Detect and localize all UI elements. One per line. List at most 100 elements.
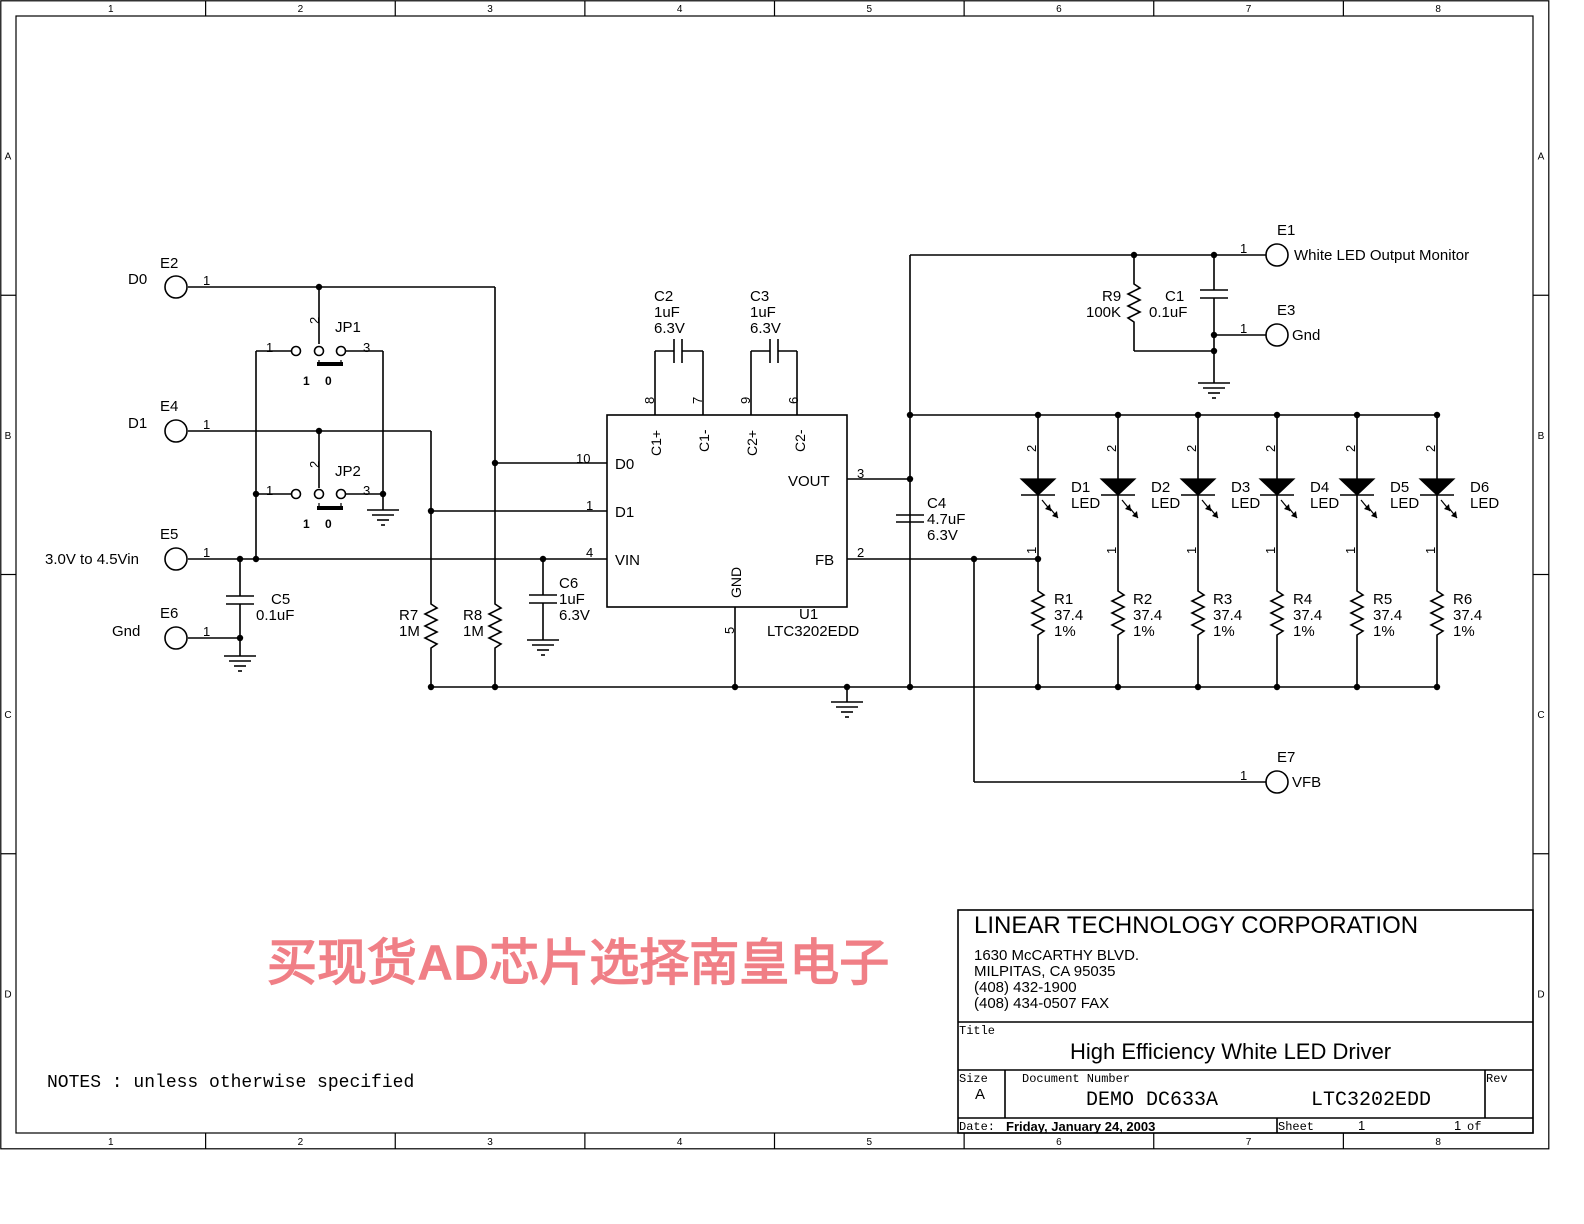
zone-column-label: 4 [677, 4, 683, 15]
terminal-ref: E3 [1277, 302, 1295, 319]
terminal-e6: E6 Gnd 1 [112, 605, 210, 650]
pin-number: 1 [266, 340, 273, 355]
led-ref: D5 [1390, 479, 1409, 496]
cap-value: 1uF [654, 304, 680, 321]
zone-column-label: 6 [1056, 1137, 1062, 1148]
pin-number-fb: 2 [857, 545, 864, 560]
terminal-ref: E7 [1277, 749, 1295, 766]
notes-text: NOTES : unless otherwise specified [47, 1073, 414, 1093]
terminal-ref: E4 [160, 398, 178, 415]
zone-row-label: B [5, 431, 12, 442]
pin-number-c1p: 8 [642, 397, 657, 404]
pin-number-vout: 3 [857, 466, 864, 481]
ic-u1: U1 LTC3202EDD D0 10 D1 1 VIN 4 VOUT 3 FB… [576, 397, 864, 640]
capacitor-c3: C3 1uF 6.3V [750, 288, 781, 363]
pin-number-vin: 4 [586, 545, 593, 560]
pin-number: 1 [266, 483, 273, 498]
zone-column-label: 7 [1246, 4, 1252, 15]
resistor-ref: R5 [1373, 591, 1392, 608]
led-light-icon [1360, 499, 1378, 519]
pin-number: 2 [1343, 445, 1358, 452]
zone-ticks [1, 1, 1549, 1149]
terminal-e7: E7 VFB 1 [1240, 749, 1321, 794]
ic-part: LTC3202EDD [767, 623, 859, 640]
pin-number: 1 [1024, 547, 1039, 554]
resistor-r8: R8 1M [463, 600, 503, 656]
resistor-ref: R6 [1453, 591, 1472, 608]
sheet-label: Sheet [1278, 1120, 1314, 1134]
cap-ref: C2 [654, 288, 673, 305]
jumper-jp2: JP2 1 2 3 1 0 [266, 461, 370, 531]
zone-column-label: 5 [867, 1137, 873, 1148]
cap-value: 0.1uF [1149, 304, 1187, 321]
zone-row-label: B [1538, 431, 1545, 442]
led-light-icon [1121, 499, 1139, 519]
capacitor-c2: C2 1uF 6.3V [654, 288, 685, 363]
zone-row-label: A [1538, 152, 1545, 163]
pin-number: 2 [307, 461, 322, 468]
pin-number: 2 [1263, 445, 1278, 452]
zone-column-label: 6 [1056, 4, 1062, 15]
resistor-tolerance: 1% [1373, 623, 1395, 640]
zone-column-label: 3 [487, 1137, 493, 1148]
led-type: LED [1071, 495, 1100, 512]
size-label: Size [959, 1072, 988, 1086]
resistor-ref: R4 [1293, 591, 1312, 608]
rev-label: Rev [1486, 1072, 1508, 1086]
jumper-position-1: 1 [303, 374, 310, 388]
pin-number: 1 [1240, 768, 1247, 783]
resistor-r7: R7 1M [399, 600, 439, 656]
cap-value: 1uF [559, 591, 585, 608]
pin-name-fb: FB [815, 552, 834, 569]
cap-rating: 6.3V [654, 320, 685, 337]
jumper-position-1: 1 [303, 517, 310, 531]
led-d5 [1338, 411, 1378, 691]
capacitor-c1: C1 0.1uF [1149, 288, 1228, 321]
resistor-value: 37.4 [1453, 607, 1482, 624]
led-ref: D4 [1310, 479, 1329, 496]
pin-number: 1 [1343, 547, 1358, 554]
terminal-e2: E2 D0 1 [128, 255, 210, 299]
resistor-ref: R1 [1054, 591, 1073, 608]
zone-row-label: C [1537, 710, 1544, 721]
led-d1 [1019, 411, 1059, 691]
ground-icon [1198, 382, 1230, 399]
terminal-ref: E6 [160, 605, 178, 622]
led-type: LED [1470, 495, 1499, 512]
resistor-ref: R7 [399, 607, 418, 624]
jumper-jp1: JP1 1 2 3 1 0 [266, 317, 370, 388]
terminal-net-label: Gnd [1292, 327, 1320, 344]
pin-number: 2 [1184, 445, 1199, 452]
ground-icon [831, 701, 863, 718]
pin-number: 1 [203, 417, 210, 432]
zone-column-label: 2 [298, 1137, 304, 1148]
ground-icon [224, 655, 256, 672]
pin-number: 1 [1263, 547, 1278, 554]
led-strings [1019, 411, 1458, 691]
resistor-r9: R9 100K [1086, 280, 1142, 326]
cap-rating: 6.3V [927, 527, 958, 544]
pin-name-vout: VOUT [788, 473, 830, 490]
resistor-r2: R2 37.4 1% [1133, 591, 1162, 640]
led-light-icon [1201, 499, 1219, 519]
led-type: LED [1310, 495, 1339, 512]
pin-number-c1m: 7 [690, 397, 705, 404]
zone-column-label: 2 [298, 4, 304, 15]
resistor-tolerance: 1% [1213, 623, 1235, 640]
pin-name-c1p: C1+ [648, 430, 664, 456]
pin-number: 2 [1024, 445, 1039, 452]
pin-name-gnd: GND [728, 567, 744, 598]
drawing-title: High Efficiency White LED Driver [1070, 1039, 1391, 1064]
terminal-e5: E5 3.0V to 4.5Vin 1 [45, 526, 210, 571]
led-ref: D3 [1231, 479, 1250, 496]
resistor-tolerance: 1% [1293, 623, 1315, 640]
led-light-icon [1041, 499, 1059, 519]
led-d3 [1179, 411, 1219, 691]
ground-symbols [224, 382, 1230, 718]
cap-value: 0.1uF [256, 607, 294, 624]
pin-number: 1 [203, 273, 210, 288]
resistor-tolerance: 1% [1453, 623, 1475, 640]
led-light-icon [1440, 499, 1458, 519]
led-d6 [1418, 411, 1458, 691]
company-name: LINEAR TECHNOLOGY CORPORATION [974, 912, 1418, 939]
